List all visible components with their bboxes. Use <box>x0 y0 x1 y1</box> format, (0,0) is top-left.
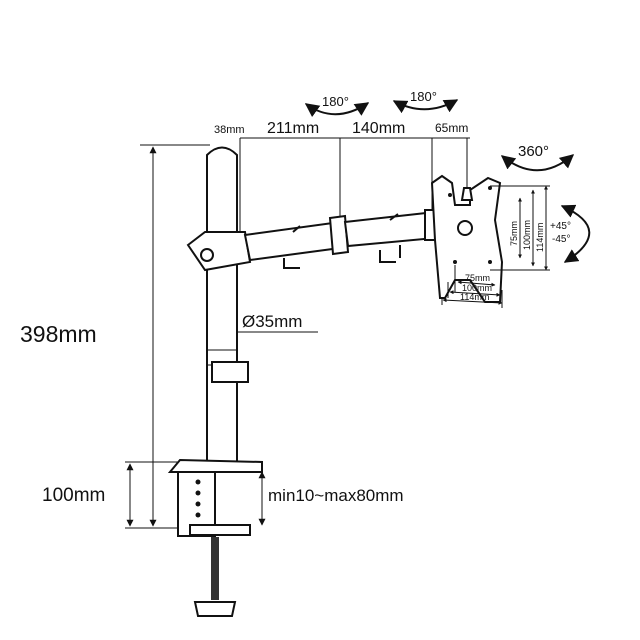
desk-clamp: min10~max80mm <box>167 458 404 617</box>
vesa-plate <box>430 174 504 303</box>
vesa-dimensions: 75mm 100mm 114mm 75mm 100mm 114mm <box>441 185 550 308</box>
tilt-up-label: +45° <box>550 221 571 232</box>
rotation-indicators: 180° 180° 360° +45° -45° <box>304 89 591 263</box>
vesa-h-114-label: 114mm <box>460 292 489 302</box>
clamp-height-label: 100mm <box>42 485 105 506</box>
arm-segment-1-label: 211mm <box>267 120 319 137</box>
pole: Ø35mm <box>206 146 318 466</box>
arm-dimensions: 38mm 211mm 140mm 65mm <box>214 120 470 235</box>
arm-segment-2-label: 140mm <box>352 120 405 137</box>
height-dimension: 398mm 100mm <box>20 144 210 529</box>
desk-thickness-label: min10~max80mm <box>268 486 404 505</box>
vesa-v-75-label: 75mm <box>509 221 519 246</box>
arm-offset-label: 38mm <box>214 124 245 136</box>
clamp-knob <box>193 601 237 617</box>
joint-2-rotation-label: 180° <box>410 89 437 104</box>
vesa-v-100-label: 100mm <box>522 220 532 250</box>
vesa-v-114-label: 114mm <box>535 223 545 252</box>
cable-clip <box>211 361 249 383</box>
joint-1-rotation-label: 180° <box>322 94 349 109</box>
vesa-h-75-label: 75mm <box>465 273 490 283</box>
head-rotation-label: 360° <box>518 143 549 160</box>
tilt-down-label: -45° <box>552 234 570 245</box>
head-offset-label: 65mm <box>435 121 468 135</box>
vesa-h-100-label: 100mm <box>462 283 492 293</box>
total-height-label: 398mm <box>20 321 97 347</box>
pole-diameter-label: Ø35mm <box>242 312 302 331</box>
